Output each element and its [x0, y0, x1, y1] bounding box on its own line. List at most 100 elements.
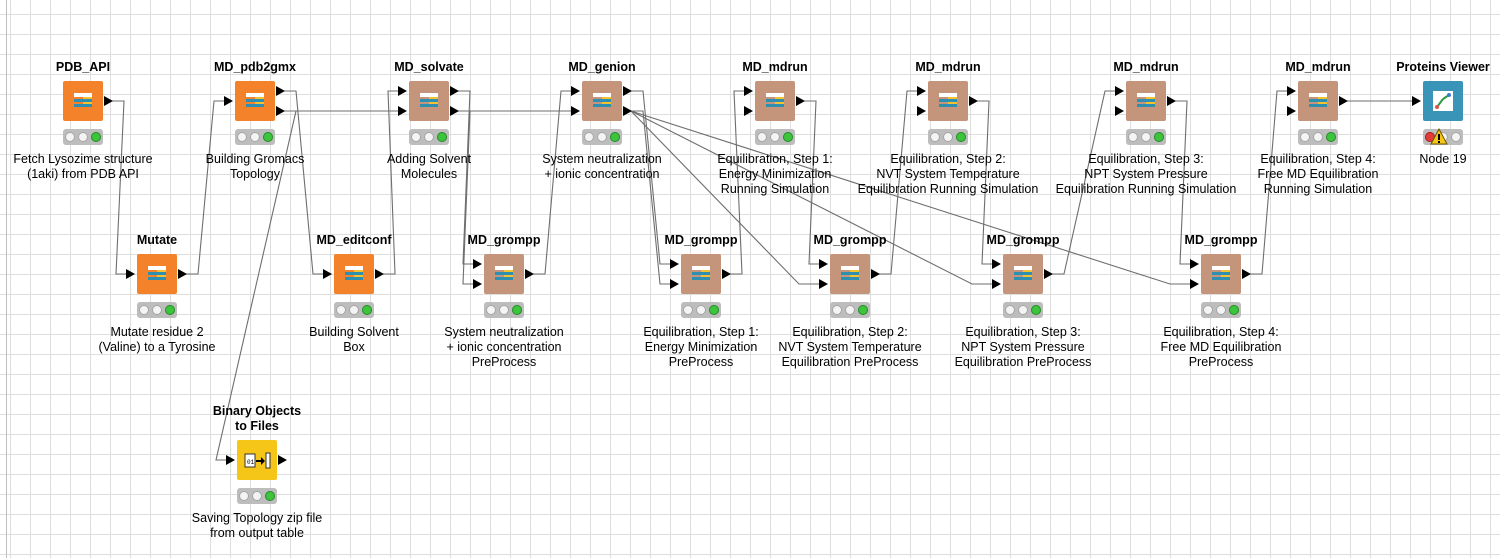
- output-port-0[interactable]: [1044, 269, 1053, 279]
- node-description[interactable]: Saving Topology zip file from output tab…: [191, 511, 323, 540]
- input-port-0[interactable]: [1190, 259, 1199, 269]
- status-traffic-light: [1201, 302, 1241, 318]
- status-traffic-light: [582, 129, 622, 145]
- warning-icon[interactable]: [1430, 128, 1448, 146]
- connection-pdb-api-to-mutate[interactable]: [112, 100, 128, 275]
- input-port-1[interactable]: [1287, 106, 1296, 116]
- node-icon[interactable]: [409, 81, 449, 121]
- status-lamp-red: [411, 132, 421, 142]
- node-description[interactable]: Equilibration, Step 1: Energy Minimizati…: [717, 152, 833, 196]
- input-port-0[interactable]: [670, 259, 679, 269]
- status-lamp-yellow: [250, 132, 260, 142]
- node-title: MD_grompp: [1184, 233, 1258, 247]
- node-description[interactable]: Mutate residue 2 (Valine) to a Tyrosine: [98, 325, 216, 354]
- table-icon: [1014, 266, 1032, 280]
- status-lamp-red: [486, 305, 496, 315]
- node-description[interactable]: Equilibration, Step 2: NVT System Temper…: [857, 152, 1039, 196]
- input-port-0[interactable]: [1412, 96, 1421, 106]
- output-port-0[interactable]: [1167, 96, 1176, 106]
- input-port-0[interactable]: [126, 269, 135, 279]
- input-port-1[interactable]: [571, 106, 580, 116]
- input-port-1[interactable]: [398, 106, 407, 116]
- node-icon[interactable]: [1423, 81, 1463, 121]
- node-description[interactable]: Equilibration, Step 2: NVT System Temper…: [778, 325, 922, 369]
- output-port-0[interactable]: [623, 86, 632, 96]
- output-port-0[interactable]: [969, 96, 978, 106]
- node-icon[interactable]: [755, 81, 795, 121]
- input-port-0[interactable]: [992, 259, 1001, 269]
- node-icon[interactable]: [235, 81, 275, 121]
- input-port-0[interactable]: [1287, 86, 1296, 96]
- output-port-0[interactable]: [375, 269, 384, 279]
- node-description[interactable]: System neutralization + ionic concentrat…: [542, 152, 662, 181]
- connection-md-genion-to-md-grompp-2[interactable]: [631, 110, 672, 285]
- node-description[interactable]: Node 19: [1419, 152, 1467, 166]
- input-port-1[interactable]: [473, 279, 482, 289]
- input-port-0[interactable]: [473, 259, 482, 269]
- input-port-0[interactable]: [917, 86, 926, 96]
- connection-mutate-to-md-pdb2gmx[interactable]: [186, 100, 226, 275]
- status-lamp-yellow: [943, 132, 953, 142]
- input-port-1[interactable]: [744, 106, 753, 116]
- node-icon[interactable]: [928, 81, 968, 121]
- node-description[interactable]: Adding Solvent Molecules: [386, 152, 472, 181]
- output-port-0[interactable]: [1242, 269, 1251, 279]
- input-port-1[interactable]: [1190, 279, 1199, 289]
- node-icon[interactable]: [137, 254, 177, 294]
- node-title: MD_editconf: [316, 233, 392, 247]
- node-icon[interactable]: [582, 81, 622, 121]
- output-port-1[interactable]: [623, 106, 632, 116]
- node-description[interactable]: Equilibration, Step 3: NPT System Pressu…: [1055, 152, 1237, 196]
- output-port-0[interactable]: [525, 269, 534, 279]
- input-port-0[interactable]: [224, 96, 233, 106]
- input-port-0[interactable]: [398, 86, 407, 96]
- node-description[interactable]: Equilibration, Step 4: Free MD Equilibra…: [1160, 325, 1282, 369]
- output-port-1[interactable]: [276, 106, 285, 116]
- node-icon[interactable]: [830, 254, 870, 294]
- input-port-1[interactable]: [992, 279, 1001, 289]
- node-description[interactable]: Equilibration, Step 4: Free MD Equilibra…: [1257, 152, 1379, 196]
- node-description[interactable]: Fetch Lysozime structure (1aki) from PDB…: [13, 152, 153, 181]
- node-icon[interactable]: [1003, 254, 1043, 294]
- node-description[interactable]: Building Solvent Box: [309, 325, 399, 354]
- node-icon[interactable]: [1126, 81, 1166, 121]
- output-port-0[interactable]: [278, 455, 287, 465]
- node-icon[interactable]: [334, 254, 374, 294]
- status-traffic-light: [755, 129, 795, 145]
- input-port-1[interactable]: [1115, 106, 1124, 116]
- input-port-0[interactable]: [744, 86, 753, 96]
- input-port-1[interactable]: [819, 279, 828, 289]
- input-port-1[interactable]: [917, 106, 926, 116]
- node-icon[interactable]: [63, 81, 103, 121]
- node-icon[interactable]: [1201, 254, 1241, 294]
- status-lamp-yellow: [1141, 132, 1151, 142]
- output-port-0[interactable]: [796, 96, 805, 106]
- input-port-0[interactable]: [819, 259, 828, 269]
- status-traffic-light: [235, 129, 275, 145]
- status-lamp-yellow: [349, 305, 359, 315]
- node-icon[interactable]: [681, 254, 721, 294]
- output-port-0[interactable]: [450, 86, 459, 96]
- node-icon[interactable]: 01: [237, 440, 277, 480]
- status-lamp-red: [1300, 132, 1310, 142]
- input-port-0[interactable]: [571, 86, 580, 96]
- output-port-0[interactable]: [276, 86, 285, 96]
- output-port-1[interactable]: [450, 106, 459, 116]
- node-icon[interactable]: [484, 254, 524, 294]
- input-port-1[interactable]: [670, 279, 679, 289]
- node-description[interactable]: System neutralization + ionic concentrat…: [444, 325, 564, 369]
- node-description[interactable]: Equilibration, Step 1: Energy Minimizati…: [643, 325, 759, 369]
- output-port-0[interactable]: [178, 269, 187, 279]
- input-port-0[interactable]: [1115, 86, 1124, 96]
- node-description[interactable]: Building Gromacs Topology: [205, 152, 305, 181]
- node-icon[interactable]: [1298, 81, 1338, 121]
- output-port-0[interactable]: [104, 96, 113, 106]
- node-description[interactable]: Equilibration, Step 3: NPT System Pressu…: [954, 325, 1092, 369]
- status-lamp-green: [362, 305, 372, 315]
- input-port-0[interactable]: [226, 455, 235, 465]
- output-port-0[interactable]: [1339, 96, 1348, 106]
- output-port-0[interactable]: [722, 269, 731, 279]
- input-port-0[interactable]: [323, 269, 332, 279]
- output-port-0[interactable]: [871, 269, 880, 279]
